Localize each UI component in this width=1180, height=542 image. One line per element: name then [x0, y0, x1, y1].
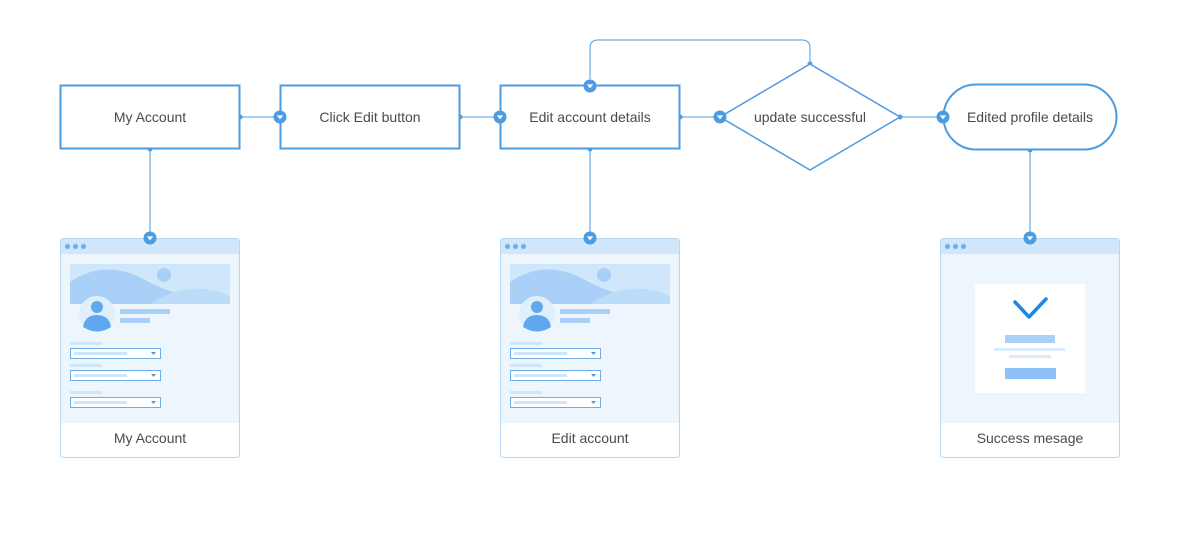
node-my-account[interactable]: My Account — [59, 84, 241, 150]
checkmark-icon — [1013, 297, 1048, 319]
dropdown-caret-icon — [151, 374, 156, 377]
screen-caption: Edit account — [551, 430, 628, 446]
connectors — [149, 39, 1031, 232]
profile-name-placeholder — [120, 309, 170, 314]
arrow-down-connector-icon — [583, 79, 597, 93]
dropdown-caret-icon — [591, 374, 596, 377]
arrow-down-connector-icon — [936, 110, 950, 124]
cover-illustration — [70, 264, 230, 304]
dropdown-caret-icon — [151, 401, 156, 404]
dropdown-caret-icon — [151, 352, 156, 355]
arrow-down-connector-icon — [1023, 231, 1037, 245]
dropdown-caret-icon — [591, 352, 596, 355]
screen-card-my-account[interactable]: My Account — [60, 238, 240, 458]
screen-caption: My Account — [114, 430, 186, 446]
dropdown-caret-icon — [591, 401, 596, 404]
node-label: Edited profile details — [967, 109, 1093, 125]
connector-decision-loop-back — [589, 39, 811, 79]
node-edit-account-details[interactable]: Edit account details — [499, 84, 681, 150]
arrow-down-connector-icon — [493, 110, 507, 124]
screen-card-edit-account[interactable]: Edit account — [500, 238, 680, 458]
screen-caption: Success mesage — [977, 430, 1084, 446]
arrow-down-connector-icon — [273, 110, 287, 124]
node-label: Edit account details — [529, 109, 650, 125]
avatar-icon — [519, 296, 555, 332]
profile-name-placeholder — [560, 309, 610, 314]
arrow-down-connector-icon — [583, 231, 597, 245]
node-label: My Account — [114, 109, 186, 125]
screen-card-success-message[interactable]: Success mesage — [940, 238, 1120, 458]
node-label: Click Edit button — [319, 109, 420, 125]
window-dots-icon — [505, 244, 526, 249]
node-click-edit-button[interactable]: Click Edit button — [279, 84, 461, 150]
avatar-icon — [79, 296, 115, 332]
profile-subtitle-placeholder — [120, 318, 150, 323]
success-ok-button — [1005, 368, 1056, 379]
window-dots-icon — [65, 244, 86, 249]
profile-subtitle-placeholder — [560, 318, 590, 323]
success-text-placeholder — [1009, 355, 1051, 358]
node-update-successful-decision[interactable]: update successful — [718, 63, 902, 171]
window-dots-icon — [945, 244, 966, 249]
form-fields — [70, 342, 161, 408]
success-title-placeholder — [1005, 335, 1055, 343]
node-edited-profile-details[interactable]: Edited profile details — [942, 83, 1118, 151]
arrow-down-connector-icon — [713, 110, 727, 124]
arrow-down-connector-icon — [143, 231, 157, 245]
node-label: update successful — [754, 109, 866, 125]
success-text-placeholder — [994, 348, 1065, 351]
form-fields — [510, 342, 601, 408]
